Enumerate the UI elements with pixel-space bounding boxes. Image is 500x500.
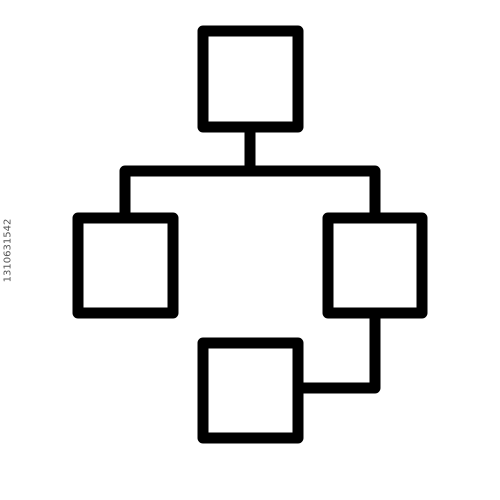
right-node-box: [322, 212, 428, 319]
branch-connector-line: [119, 165, 381, 218]
top-node-box: [197, 25, 304, 133]
stock-id-label: 1310631542: [0, 0, 16, 500]
stock-id-text: 1310631542: [2, 218, 14, 282]
bottom-node-box: [197, 337, 304, 444]
left-node-box: [72, 212, 179, 319]
bottom-connector-line: [298, 313, 381, 394]
